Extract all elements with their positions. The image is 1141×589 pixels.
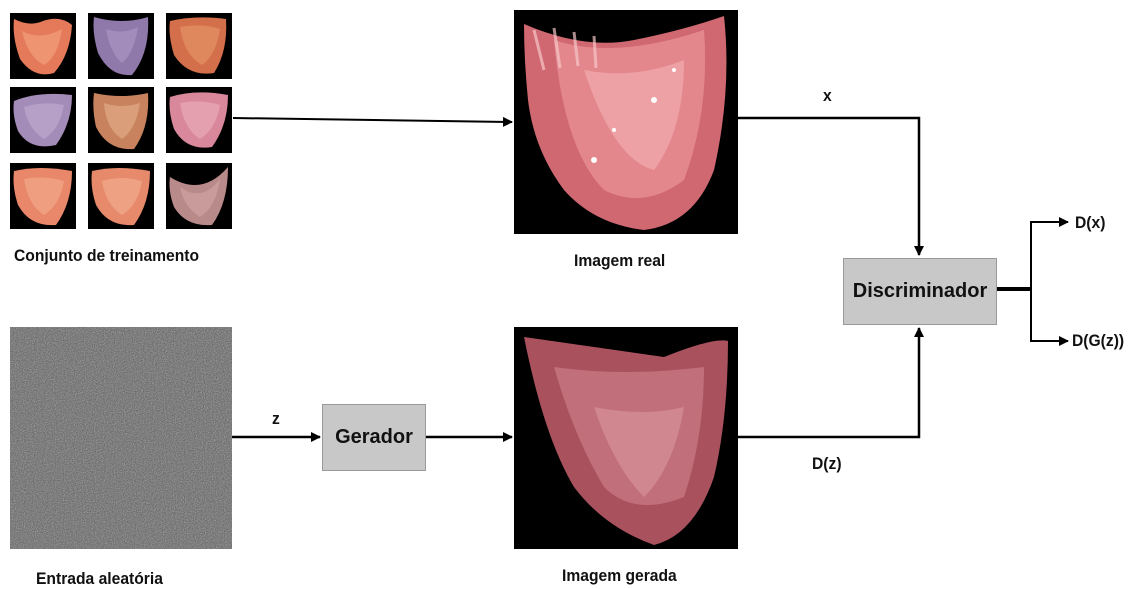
- x-label: x: [823, 86, 832, 106]
- dz-label: D(z): [812, 454, 842, 474]
- arrow-training-to-real: [233, 118, 512, 122]
- arrow-real-to-discriminator: [738, 118, 919, 255]
- dx-label: D(x): [1075, 213, 1105, 233]
- arrow-to-dx: [1031, 222, 1068, 289]
- arrow-to-dgz: [1031, 289, 1068, 341]
- dgz-label: D(G(z)): [1072, 331, 1124, 351]
- arrow-generated-to-discriminator: [738, 328, 919, 437]
- z-label: z: [272, 409, 280, 429]
